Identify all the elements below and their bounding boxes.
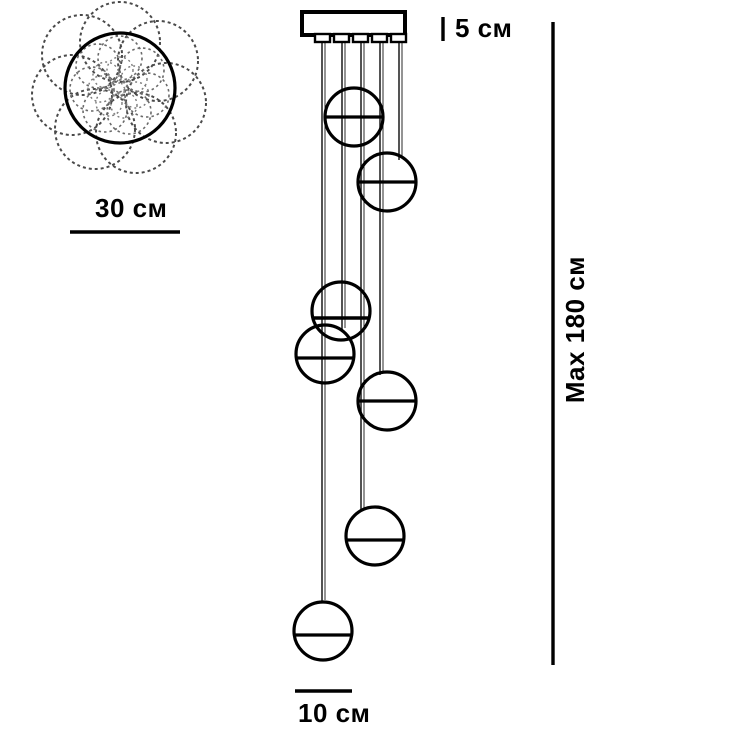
max-height-dimension-text: Max 180 см bbox=[560, 256, 590, 404]
max-height-dimension-label: Max 180 см bbox=[560, 109, 591, 403]
sphere-1 bbox=[323, 86, 385, 148]
sphere-diameter-dimension-label: 10 см bbox=[298, 698, 371, 728]
connector-2 bbox=[332, 32, 351, 44]
canopy-plate bbox=[300, 10, 407, 37]
sphere-group bbox=[292, 86, 418, 662]
sphere-3 bbox=[310, 280, 372, 342]
ceiling-canopy bbox=[300, 10, 408, 44]
sphere-2 bbox=[356, 151, 418, 213]
width-dimension-label: 30 см bbox=[95, 193, 168, 223]
plan-dashed-inner-petals bbox=[69, 35, 170, 135]
connector-1 bbox=[313, 32, 332, 44]
top-plan-view bbox=[31, 1, 207, 174]
plan-dashed-core-petals bbox=[87, 56, 150, 119]
canopy-connector-blocks bbox=[313, 32, 408, 44]
plan-dashed-sphere-ring bbox=[31, 1, 207, 174]
canopy-depth-dimension-label: 5 см bbox=[455, 13, 513, 43]
sphere-4 bbox=[294, 323, 356, 385]
sphere-7 bbox=[292, 600, 354, 662]
connector-3 bbox=[351, 32, 370, 44]
plan-outer-circle bbox=[63, 31, 177, 145]
connector-5 bbox=[389, 32, 408, 44]
connector-4 bbox=[370, 32, 389, 44]
sphere-5 bbox=[356, 370, 418, 432]
cable-group bbox=[321, 40, 400, 602]
sphere-6 bbox=[344, 505, 406, 567]
front-elevation-view bbox=[292, 10, 418, 662]
